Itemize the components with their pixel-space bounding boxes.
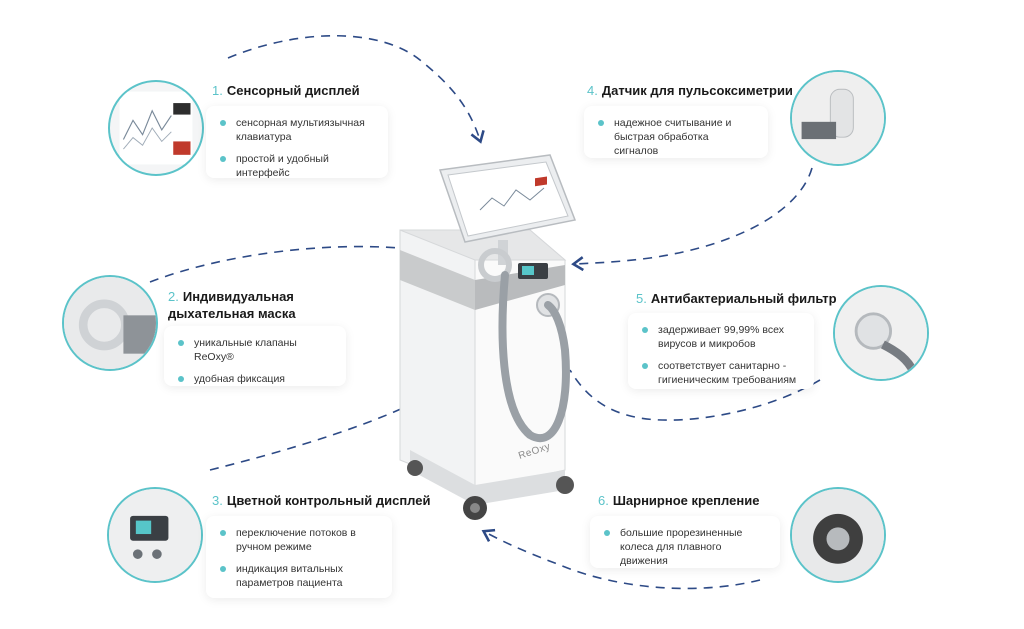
detail-circle-breathing-mask: [62, 275, 158, 371]
antibacterial-filter-detail-icon: [835, 287, 927, 379]
feature-2-bullet: удобная фиксация: [178, 372, 332, 386]
feature-5-bullet: задерживает 99,99% всех вирусов и микроб…: [642, 323, 800, 351]
connector-2: [149, 245, 482, 283]
feature-3-title: 3.Цветной контрольный дисплей: [212, 493, 431, 508]
feature-4-card: надежное считывание и быстрая обработка …: [584, 106, 768, 158]
detail-circle-pulse-oximetry: [790, 70, 886, 166]
detail-circle-hinged-mount: [790, 487, 886, 583]
feature-3-bullet: переключение потоков в ручном режиме: [220, 526, 378, 554]
feature-5-bullet: соответствует санитарно - гигиеническим …: [642, 359, 800, 387]
pulse-oximetry-detail-icon: [792, 72, 884, 164]
feature-6-title: 6.Шарнирное крепление: [598, 493, 760, 508]
detail-circle-touch-display: [108, 80, 204, 176]
feature-3-card: переключение потоков в ручном режиме инд…: [206, 516, 392, 598]
feature-5-title: 5.Антибактериальный фильтр: [636, 291, 837, 306]
feature-2-title: 2.Индивидуальная дыхательная маска: [168, 289, 296, 321]
device-illustration: [399, 154, 577, 520]
feature-1-card: сенсорная мультиязычная клавиатура прост…: [206, 106, 388, 180]
control-display-detail-icon: [109, 489, 201, 581]
connector-6: [481, 528, 761, 590]
feature-3-bullet: индикация витальных параметров пациента: [220, 562, 378, 590]
feature-2-bullet: уникальные клапаны ReOxy®: [178, 336, 332, 364]
connector-5: [569, 369, 821, 421]
feature-1-bullet: сенсорная мультиязычная клавиатура: [220, 116, 374, 144]
detail-circle-control-display: [107, 487, 203, 583]
breathing-mask-detail-icon: [64, 277, 156, 369]
feature-6-card: большие прорезиненные колеса для плавног…: [590, 516, 780, 568]
touch-display-detail-icon: [119, 91, 193, 165]
feature-2-card: уникальные клапаны ReOxy® удобная фиксац…: [164, 326, 346, 386]
feature-6-bullet: большие прорезиненные колеса для плавног…: [604, 526, 766, 568]
hinged-mount-detail-icon: [792, 489, 884, 581]
feature-1-bullet: простой и удобный интерфейс: [220, 152, 374, 180]
feature-4-bullet: надежное считывание и быстрая обработка …: [598, 116, 754, 158]
connector-4: [571, 167, 813, 272]
feature-4-title: 4.Датчик для пульсоксиметрии: [587, 83, 793, 98]
feature-1-title: 1.Сенсорный дисплей: [212, 83, 360, 98]
feature-5-card: задерживает 99,99% всех вирусов и микроб…: [628, 313, 814, 389]
detail-circle-antibacterial-filter: [833, 285, 929, 381]
